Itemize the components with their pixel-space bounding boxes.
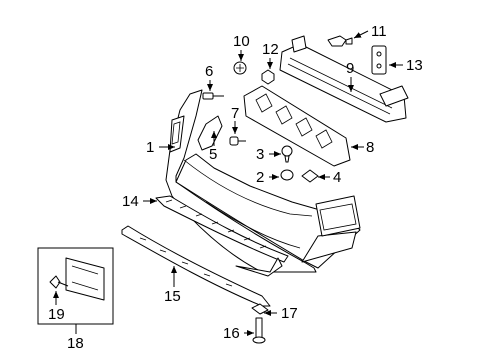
callout-labels: 1 2 3 4 5 6 7 8 9 10 11 12 13 14 15 16 1… [48, 23, 423, 352]
leader-lines [53, 30, 403, 336]
callout-6: 6 [205, 63, 213, 80]
nut-part-12 [261, 69, 275, 85]
plate-part-13 [371, 45, 387, 75]
reinforcement-beam [279, 35, 409, 123]
screw-part-6 [202, 92, 224, 100]
lower-grille-part-15 [121, 225, 283, 307]
callout-15: 15 [164, 288, 181, 305]
leader-11 [353, 30, 369, 39]
callout-18: 18 [67, 335, 84, 352]
pin-part-11 [327, 35, 353, 47]
bracket-part-5 [197, 115, 223, 151]
callout-11: 11 [371, 23, 387, 40]
callout-14: 14 [122, 193, 139, 210]
bumper-cover [165, 89, 361, 273]
energy-absorber [243, 85, 351, 167]
callout-2: 2 [256, 169, 264, 186]
callout-17: 17 [281, 305, 298, 322]
callout-12: 12 [262, 41, 279, 58]
bolt-part-16 [252, 317, 266, 344]
callout-9: 9 [346, 60, 354, 77]
callout-19: 19 [48, 306, 65, 323]
callout-10: 10 [233, 33, 250, 50]
clip-part-7 [229, 136, 246, 146]
clip-part-4 [301, 169, 319, 183]
callout-1: 1 [146, 139, 154, 156]
grille-part-14 [155, 195, 289, 263]
callout-16: 16 [223, 325, 240, 342]
callout-7: 7 [231, 105, 239, 122]
callout-4: 4 [333, 169, 341, 186]
callout-13: 13 [406, 57, 423, 74]
callout-5: 5 [209, 146, 217, 163]
callout-3: 3 [256, 146, 264, 163]
callout-8: 8 [366, 139, 374, 156]
clip-part-3 [281, 145, 293, 163]
bolt-part-10 [233, 61, 247, 75]
license-plate-bracket-box [37, 247, 114, 325]
retainer-part-2 [280, 169, 294, 181]
